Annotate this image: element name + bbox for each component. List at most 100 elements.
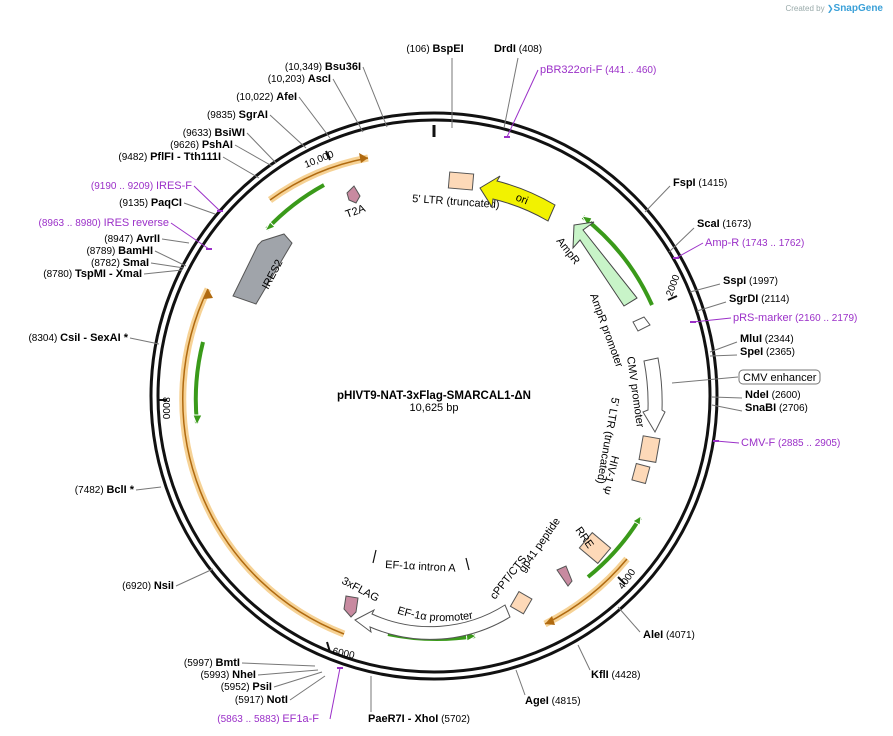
site-position: (9135)	[119, 198, 151, 209]
site-label[interactable]: (9633) BsiWI	[183, 127, 245, 139]
site-leader	[222, 156, 260, 179]
site-label[interactable]: (5917) NotI	[235, 694, 288, 706]
site-label[interactable]: SgrDI (2114)	[729, 293, 789, 305]
feature-3xflag-arrow[interactable]	[343, 595, 359, 618]
site-position: (9633)	[183, 128, 215, 139]
site-label[interactable]: FspI (1415)	[673, 177, 727, 189]
site-position: (5997)	[184, 658, 216, 669]
primer-label[interactable]: (5863 .. 5883) EF1a-F	[217, 713, 319, 725]
feature-gp41-arrow[interactable]	[556, 565, 573, 587]
site-label[interactable]: SpeI (2365)	[740, 346, 795, 358]
site-label[interactable]: NdeI (2600)	[745, 389, 801, 401]
site-label[interactable]: (5993) NheI	[200, 669, 256, 681]
feature-ltr5-box[interactable]	[447, 171, 475, 191]
site-label[interactable]: (9835) SgrAI	[207, 109, 268, 121]
site-label[interactable]: (10,349) Bsu36I	[285, 61, 361, 73]
feature-rre-box[interactable]	[578, 531, 612, 565]
site-name: TspMI - XmaI	[75, 268, 142, 280]
site-name: Bsu36I	[325, 61, 361, 73]
site-label[interactable]: ScaI (1673)	[697, 218, 751, 230]
feature-ampr-arrow[interactable]	[572, 221, 638, 307]
feature-cppt-box[interactable]	[509, 590, 533, 615]
primer-label[interactable]: (8963 .. 8980) IRES reverse	[39, 217, 169, 229]
primer-leader	[193, 185, 221, 212]
site-label[interactable]: (5952) PsiI	[221, 681, 272, 693]
site-label[interactable]: KflI (4428)	[591, 669, 640, 681]
site-name: ScaI	[697, 218, 720, 230]
site-name: PshAI	[202, 139, 233, 151]
site-leader	[689, 283, 721, 293]
site-leader	[183, 202, 216, 215]
backbone-inner	[156, 118, 712, 674]
site-position: (9835)	[207, 110, 239, 121]
site-label[interactable]: SnaBI (2706)	[745, 402, 808, 414]
site-position: (4071)	[663, 630, 695, 641]
site-label[interactable]: PaeR7I - XhoI (5702)	[368, 713, 470, 725]
site-leader	[503, 57, 519, 129]
feature-ampr-promoter-label: AmpR promoter	[587, 292, 625, 369]
site-name: SgrAI	[239, 109, 268, 121]
feature-cmv-promoter[interactable]	[642, 357, 666, 434]
primer-label[interactable]: pBR322ori-F (441 .. 460)	[540, 64, 656, 76]
site-label[interactable]: (10,022) AfeI	[236, 91, 297, 103]
site-leader	[161, 238, 190, 244]
primer-label[interactable]: Amp-R (1743 .. 1762)	[705, 237, 804, 249]
site-name: NsiI	[154, 580, 174, 592]
site-label[interactable]: (7482) BclI *	[75, 484, 135, 496]
site-name: DrdI	[494, 43, 516, 55]
site-position: (8789)	[86, 246, 118, 257]
site-leader	[175, 568, 214, 587]
primer-sites: pBR322ori-F (441 .. 460) Amp-R (1743 .. 1…	[39, 64, 858, 725]
feature-ltr5b-box[interactable]	[638, 435, 661, 463]
site-position: (9626)	[170, 140, 202, 151]
site-label[interactable]: SspI (1997)	[723, 275, 778, 287]
site-name: KflI	[591, 669, 609, 681]
site-leader	[289, 675, 326, 701]
primer-range: (1743 .. 1762)	[739, 238, 804, 249]
site-label[interactable]: (9626) PshAI	[170, 139, 233, 151]
site-label[interactable]: AgeI (4815)	[525, 695, 581, 707]
site-position: (106)	[406, 44, 432, 55]
site-label[interactable]: DrdI (408)	[494, 43, 542, 55]
site-position: (1415)	[696, 178, 728, 189]
feature-ampr-promoter[interactable]	[632, 316, 651, 332]
site-label[interactable]: (5997) BmtI	[184, 657, 240, 669]
site-label[interactable]: (10,203) AscI	[268, 73, 331, 85]
site-leader	[711, 404, 743, 412]
primer-name: pBR322ori-F	[540, 64, 603, 76]
feature-t2a-arrow[interactable]	[346, 185, 361, 204]
site-label[interactable]: (8789) BamHI	[86, 245, 153, 257]
primer-range: (5863 .. 5883)	[217, 714, 282, 725]
feature-ef1a-promoter-arrow[interactable]	[354, 604, 511, 640]
orf-arcs	[179, 153, 654, 642]
site-label[interactable]: (8782) SmaI	[91, 257, 149, 269]
feature-ef1a-intron-label: EF-1α intron A	[385, 559, 457, 575]
primer-name: EF1a-F	[282, 713, 319, 725]
feature-ori-arrow[interactable]	[479, 175, 556, 222]
feature-ef1a-intron-brackets	[372, 549, 470, 571]
site-label[interactable]: (8304) CsiI - SexAI *	[28, 332, 128, 344]
site-leader	[644, 185, 671, 213]
site-leader	[332, 78, 364, 133]
primer-name: IRES-F	[156, 180, 192, 192]
site-leader	[696, 301, 727, 312]
site-label[interactable]: (8947) AvrII	[104, 233, 160, 245]
feature-hiv-psi-box[interactable]	[631, 462, 651, 485]
primer-label[interactable]: (9190 .. 9209) IRES-F	[91, 180, 192, 192]
site-label[interactable]: MluI (2344)	[740, 333, 794, 345]
primer-label[interactable]: CMV-F (2885 .. 2905)	[741, 437, 840, 449]
feature-ires2-arrow[interactable]	[232, 233, 293, 305]
site-label[interactable]: (8780) TspMI - XmaI	[43, 268, 142, 280]
site-name: AleI	[643, 629, 663, 641]
site-label[interactable]: AleI (4071)	[643, 629, 695, 641]
site-name: SgrDI	[729, 293, 758, 305]
site-leader	[298, 96, 331, 139]
cmv-enhancer-box[interactable]	[738, 369, 821, 385]
site-label[interactable]: (9482) PflFI - Tth111I	[118, 151, 221, 163]
primer-label[interactable]: pRS-marker (2160 .. 2179)	[733, 312, 857, 324]
site-position: (10,203)	[268, 74, 308, 85]
site-leader	[143, 269, 183, 275]
site-label[interactable]: (106) BspEI	[406, 43, 463, 55]
site-label[interactable]: (6920) NsiI	[122, 580, 174, 592]
site-label[interactable]: (9135) PaqCI	[119, 197, 182, 209]
